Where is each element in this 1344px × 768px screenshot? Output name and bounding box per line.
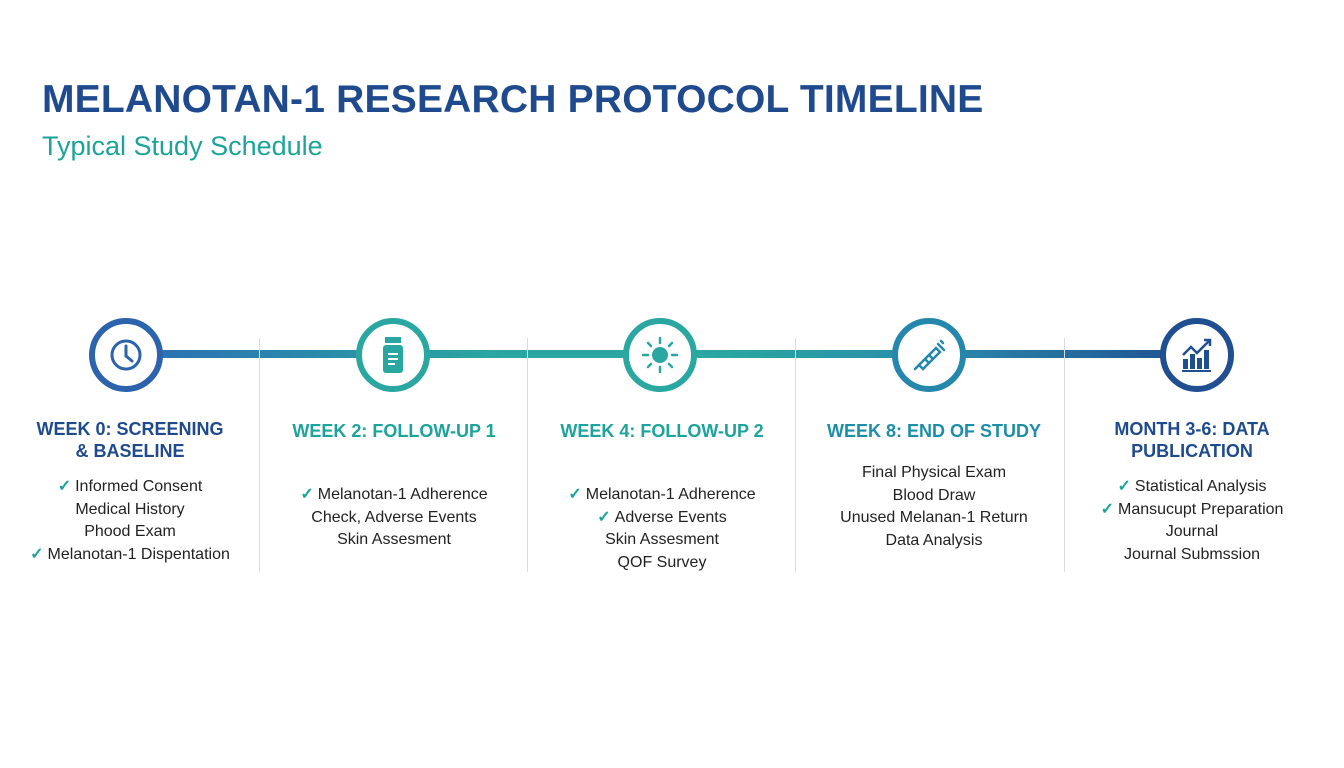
stage-item: ✓Melanotan-1 Adherence	[532, 484, 792, 507]
stage-item-text: Journal Submssion	[1123, 545, 1261, 563]
column-divider	[795, 338, 796, 572]
stage-title-line: MONTH 3-6: DATA	[1114, 419, 1270, 439]
check-icon: ✓	[300, 486, 314, 503]
stage-item-text: Adverse Events	[614, 508, 727, 526]
stage-column: WEEK 4: FOLLOW-UP 2✓Melanotan-1 Adherenc…	[532, 418, 792, 574]
stage-item-text: Melanotan-1 Adherence	[585, 486, 756, 503]
check-icon: ✓	[1100, 500, 1114, 518]
stage-title-line: WEEK 8: END OF STUDY	[826, 421, 1041, 441]
stage-item: Journal Submssion	[1062, 544, 1322, 567]
column-divider	[527, 338, 528, 572]
syringe-icon	[909, 335, 949, 375]
stage-title-line: WEEK 0: SCREENING	[36, 419, 224, 439]
stage-item-text: Informed Consent	[75, 478, 203, 495]
stage-item: Data Analysis	[804, 530, 1064, 553]
stage-title: WEEK 0: SCREENING& BASELINE	[0, 418, 260, 462]
stage-item-text: Journal	[1165, 523, 1219, 540]
stage-item: ✓Mansucupt Preparation	[1062, 499, 1322, 522]
stage-item-text: Melanotan-1 Dispentation	[47, 545, 230, 563]
stage-item-text: Blood Draw	[892, 486, 976, 504]
stage-item-text: Phood Exam	[84, 523, 176, 540]
stage-node	[89, 318, 163, 392]
page-subtitle: Typical Study Schedule	[42, 131, 323, 161]
sun-icon	[640, 335, 680, 375]
stage-node	[892, 318, 966, 392]
stage-item: Skin Assesment	[532, 529, 792, 552]
stage-title-line: & BASELINE	[75, 441, 185, 461]
stage-item: ✓Informed Consent	[0, 476, 260, 499]
stage-item: ✓Melanotan-1 Dispentation	[0, 544, 260, 567]
page-title: MELANOTAN-1 RESEARCH PROTOCOL TIMELINE	[42, 78, 984, 121]
stage-items: ✓Statistical Analysis✓Mansucupt Preparat…	[1062, 476, 1322, 566]
stage-title: WEEK 8: END OF STUDY	[804, 418, 1064, 462]
stage-title: WEEK 4: FOLLOW-UP 2	[532, 418, 792, 462]
stage-item: Skin Assesment	[264, 529, 524, 552]
stage-item: Blood Draw	[804, 485, 1064, 508]
stage-item: QOF Survey	[532, 552, 792, 575]
stage-item-text: Unused Melanan-1 Return	[840, 509, 1028, 526]
stage-item-text: Data Analysis	[885, 531, 983, 549]
stage-item: Phood Exam	[0, 521, 260, 544]
stage-item-text: Medical History	[75, 500, 185, 518]
stage-title-line: PUBLICATION	[1131, 441, 1253, 461]
stage-item-text: Skin Assesment	[605, 531, 719, 548]
stage-item: Final Physical Exam	[804, 462, 1064, 485]
bar-chart-icon	[1177, 335, 1217, 375]
stage-item-text: Mansucupt Preparation	[1117, 500, 1284, 518]
column-divider	[1064, 338, 1065, 572]
stage-item: ✓Statistical Analysis	[1062, 476, 1322, 499]
column-divider	[259, 338, 260, 572]
stage-item-text: Skin Assesment	[337, 531, 451, 548]
clock-icon	[108, 337, 144, 373]
stage-item-text: Statistical Analysis	[1134, 478, 1267, 495]
vial-icon	[378, 335, 408, 375]
stage-item-text: Check, Adverse Events	[311, 508, 477, 526]
stage-node	[356, 318, 430, 392]
stage-item: ✓Adverse Events	[532, 507, 792, 530]
stage-title-line: WEEK 4: FOLLOW-UP 2	[560, 421, 764, 441]
check-icon: ✓	[30, 545, 44, 563]
stage-title-line: WEEK 2: FOLLOW-UP 1	[292, 421, 496, 441]
check-icon: ✓	[597, 508, 611, 526]
stage-title: WEEK 2: FOLLOW-UP 1	[264, 418, 524, 462]
stage-column: WEEK 2: FOLLOW-UP 1 ✓Melanotan-1 Adherenc…	[264, 418, 524, 552]
stage-item: ✓Melanotan-1 Adherence	[264, 484, 524, 507]
check-icon: ✓	[1117, 478, 1131, 495]
stage-item: Check, Adverse Events	[264, 507, 524, 530]
stage-item-text: QOF Survey	[617, 553, 707, 571]
stage-node	[1160, 318, 1234, 392]
stage-item-text: Melanotan-1 Adherence	[317, 486, 488, 503]
check-icon: ✓	[57, 478, 72, 495]
stage-item: Medical History	[0, 499, 260, 522]
check-icon: ✓	[568, 486, 582, 503]
stage-column: WEEK 0: SCREENING& BASELINE✓Informed Con…	[0, 418, 260, 566]
stage-node	[623, 318, 697, 392]
stage-item: Unused Melanan-1 Return	[804, 507, 1064, 530]
stage-item: Journal	[1062, 521, 1322, 544]
stage-item-text: Final Physical Exam	[861, 464, 1007, 481]
